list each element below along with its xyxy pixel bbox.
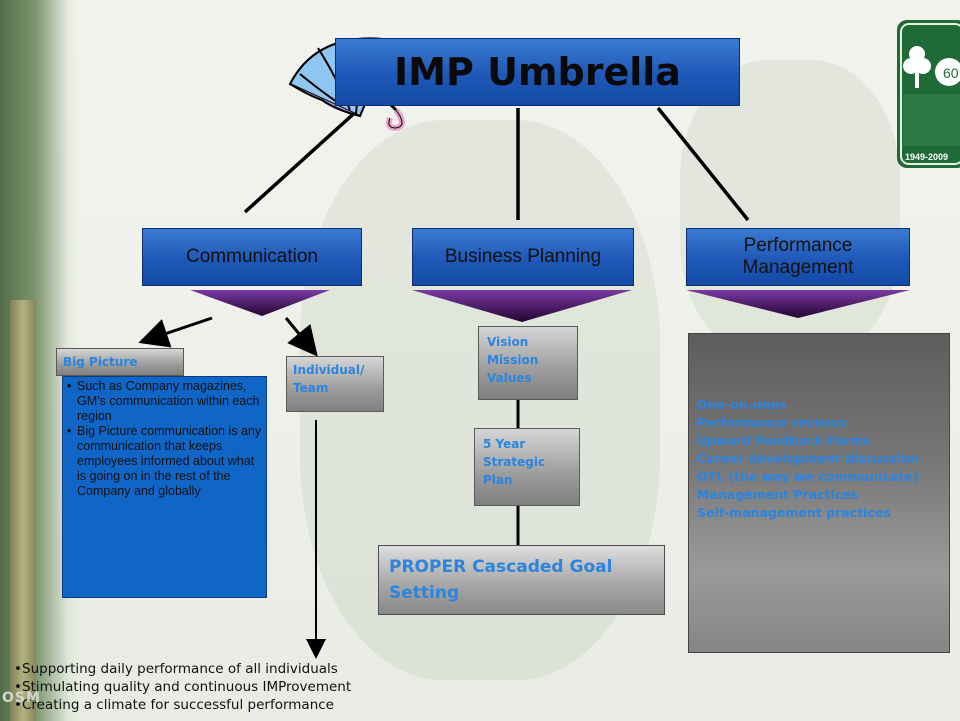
arrow-to-individual-team [284,317,318,357]
logo-years: 1949-2009 [905,152,948,162]
corner-logo-text: OSM [2,690,41,706]
diagram-title: IMP Umbrella [335,38,740,106]
list-item: Career development discussion [697,451,919,466]
category-business-planning: Business Planning [412,228,634,286]
list-item: Stimulating quality and continuous IMPro… [14,678,351,696]
list-item: Supporting daily performance of all indi… [14,660,351,678]
list-item: Performance reviews [697,415,847,430]
strategic-plan-box: 5 Year Strategic Plan [474,428,580,506]
list-item: OTL (the way we communicate) [697,469,919,484]
big-picture-description: Such as Company magazines, GM’s communic… [62,376,267,598]
performance-management-panel: One-on-ones Performance reviews Upward F… [688,333,950,653]
list-item: Upward Feedback Forms [697,433,871,448]
down-arrow-communication [190,290,330,316]
down-arrow-business-planning [412,290,632,322]
list-item: One-on-ones [697,397,787,412]
list-item: Big Picture communication is any communi… [67,424,262,499]
big-picture-label: Big Picture [56,348,184,376]
arrow-to-big-picture [138,316,213,348]
goal-setting-box: PROPER Cascaded Goal Setting [378,545,665,615]
anniversary-logo: 60 1949-2009 [897,20,960,168]
bottom-bullet-list: Supporting daily performance of all indi… [14,660,351,714]
list-item: Self-management practices [697,505,891,520]
background-pole [10,300,36,721]
line-title-to-performance [656,106,750,222]
category-communication: Communication [142,228,362,286]
logo-number: 60 [943,65,959,81]
individual-team-label: Individual/ Team [286,356,384,412]
category-performance-management: Performance Management [686,228,910,286]
line-title-to-communication [243,106,362,214]
down-arrow-performance [686,290,910,318]
vision-mission-values-box: Vision Mission Values [478,326,578,400]
list-item: Management Practices [697,487,859,502]
list-item: Such as Company magazines, GM’s communic… [67,379,262,424]
list-item: Creating a climate for successful perfor… [14,696,351,714]
